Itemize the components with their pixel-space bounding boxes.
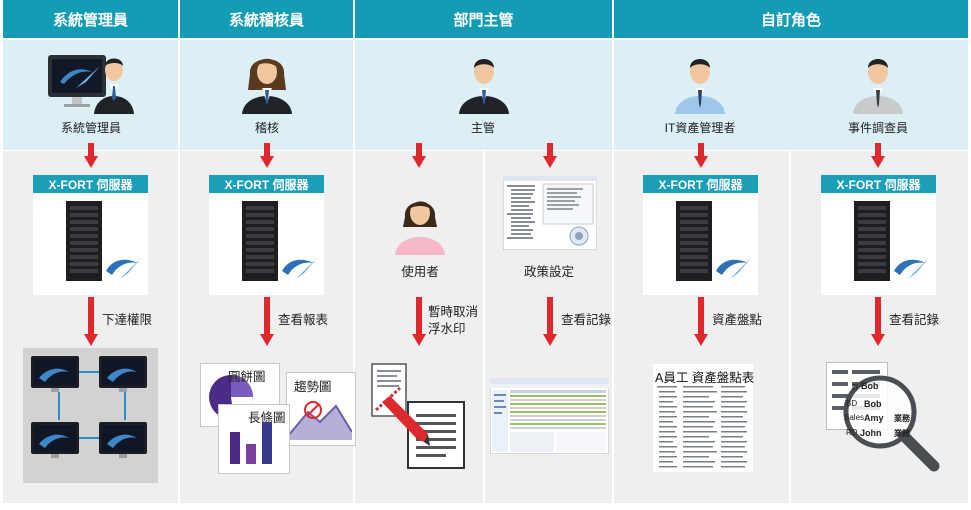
- role-label-policy: 政策設定: [523, 265, 574, 279]
- server-rack-icon: [676, 201, 752, 281]
- bar-chart-label: 長條圖: [248, 411, 286, 425]
- band-top-4: [614, 40, 968, 150]
- log-name-4: John: [860, 428, 882, 438]
- log-name-2: Bob: [864, 399, 882, 409]
- server-rack-icon: [854, 201, 930, 281]
- role-label-auditor: 稽核: [254, 121, 279, 135]
- arrow-view-log-manager: [543, 297, 557, 349]
- log-records-screenshot: [490, 378, 609, 454]
- server-rack-icon: [66, 201, 142, 281]
- asset-sheet: [653, 364, 753, 472]
- log-side-4: RD: [846, 428, 858, 437]
- arrow-view-log-investigator: [871, 297, 885, 349]
- policy-settings-screenshot: [503, 176, 597, 250]
- manager-icon: [459, 59, 509, 114]
- action-view-log-manager: 查看記錄: [561, 313, 612, 327]
- asset-sheet-rows: [657, 386, 747, 468]
- magnifier-icon: [843, 375, 940, 472]
- watermark-document-illustration: [371, 363, 465, 469]
- arrow-assign-perm: [84, 297, 98, 349]
- it-asset-manager-icon: [675, 59, 725, 114]
- arrow-asset-check: [694, 297, 708, 349]
- role-label-it-asset: IT資產管理者: [664, 121, 736, 135]
- action-assign-perm: 下達權限: [102, 313, 153, 327]
- header-custom-role: 自訂角色: [614, 0, 968, 38]
- role-label-manager: 主管: [470, 121, 495, 135]
- action-view-log-investigator: 查看記錄: [889, 313, 940, 327]
- arrow-pause-watermark: [412, 297, 426, 349]
- auditor-icon: [242, 58, 292, 114]
- user-icon: [395, 201, 445, 255]
- action-asset-check: 資產盤點: [712, 313, 763, 327]
- header-sysadmin: 系統管理員: [3, 0, 178, 38]
- server-label-4: X-FORT 伺服器: [821, 175, 936, 193]
- role-label-sysadmin: 系統管理員: [60, 121, 121, 135]
- header-auditor: 系統稽核員: [180, 0, 353, 38]
- investigator-icon: [853, 59, 903, 114]
- log-tag-4: 業務: [894, 429, 910, 438]
- log-tag-3: 業務: [894, 414, 910, 423]
- log-side-2: BD: [846, 399, 858, 408]
- action-view-report: 查看報表: [278, 313, 329, 327]
- server-rack-icon: [242, 201, 318, 281]
- server-label-1: X-FORT 伺服器: [33, 175, 148, 193]
- log-side-1: D: [852, 383, 858, 392]
- monitor-network-illustration: [31, 356, 147, 458]
- log-side-3: Sales: [844, 413, 865, 422]
- arrow-investigator-server: [871, 143, 885, 169]
- arrow-manager-user: [412, 143, 426, 169]
- log-name-1: Bob: [861, 381, 879, 391]
- server-label-2: X-FORT 伺服器: [209, 175, 324, 193]
- log-name-3: Amy: [864, 413, 884, 423]
- arrow-sysadmin-server: [84, 143, 98, 169]
- trend-chart-label: 趨勢圖: [294, 380, 332, 394]
- role-label-user: 使用者: [401, 265, 439, 279]
- sysadmin-icon: [48, 55, 134, 114]
- arrow-auditor-server: [260, 143, 274, 169]
- arrow-itasset-server: [694, 143, 708, 169]
- arrow-manager-policy: [543, 143, 557, 169]
- header-manager: 部門主管: [355, 0, 612, 38]
- bar-chart-icon: [230, 422, 272, 464]
- trend-chart-icon: [288, 401, 352, 440]
- pie-chart-label: 圓餅圖: [228, 370, 266, 384]
- action-pause-watermark-line2: 浮水印: [428, 322, 466, 336]
- server-label-3: X-FORT 伺服器: [643, 175, 758, 193]
- action-pause-watermark-line1: 暫時取消: [428, 305, 479, 319]
- asset-sheet-title: A員工 資產盤點表: [655, 371, 755, 385]
- role-label-investigator: 事件調查員: [847, 121, 908, 135]
- arrow-view-report: [260, 297, 274, 349]
